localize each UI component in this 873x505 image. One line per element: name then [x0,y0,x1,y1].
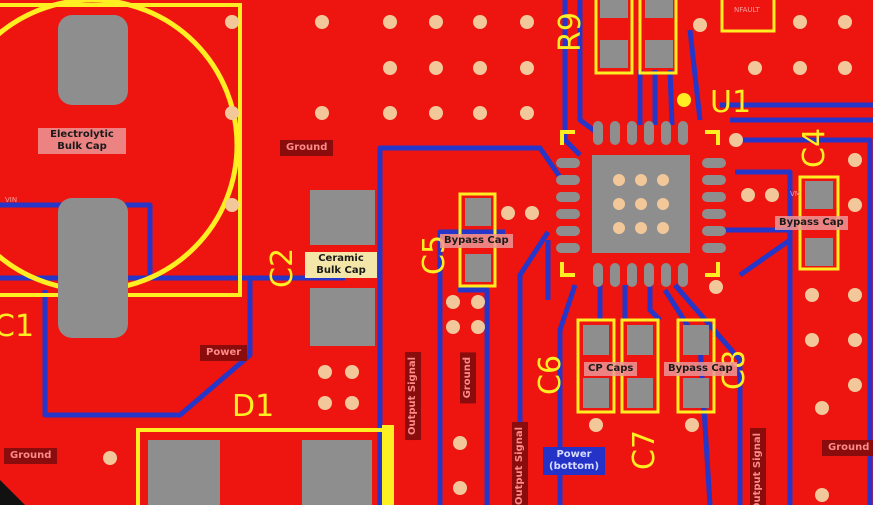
c8-pad-2 [683,378,709,408]
c5-pad-2 [465,254,491,282]
net-label-output-signal-3: Output Signal [750,428,766,505]
board-edge-corner [0,480,25,505]
trace-right-down [720,227,793,505]
net-label-ground-1: Ground [280,140,334,156]
r10-pad-1 [645,0,673,18]
d1-pad-2 [302,440,372,505]
u1-ref: U1 [710,85,752,120]
c1-pad-1 [58,15,128,105]
c7-description: CP Caps [584,362,638,376]
c4-pad-2 [805,238,833,266]
c2-ref: C2 [265,247,300,288]
c8-pad-1 [683,325,709,355]
trace-right-3 [735,137,873,505]
trace-vin [0,202,153,275]
net-label-power: Power [200,345,248,361]
c2-pad-2 [310,288,375,346]
trace-c8 [647,285,662,322]
u1-pin1-dot [677,93,691,107]
c7-pad-2 [627,378,653,408]
trace-u1-top-4 [687,29,703,121]
net-label-ground-3: Ground [460,352,476,404]
c4-pad-1 [805,181,833,209]
r9-outline [594,0,634,75]
trace-bottom-left [557,284,578,505]
c4-ref: C4 [797,127,832,168]
nfault-outline [720,0,776,33]
d1-ref: D1 [232,389,275,424]
c5-pad-1 [465,198,491,226]
d1-pad-1 [148,440,220,505]
r9-ref: R9 [553,12,588,52]
trace-r9-1 [562,0,582,157]
c7-pad-1 [627,325,653,355]
r9-pad-1 [600,0,628,18]
net-label-ground-2: Ground [4,448,58,464]
c2-pad-1 [310,190,375,245]
c7-ref: C7 [627,429,662,470]
trace-bottom-right [673,283,743,505]
net-label-ground-4: Ground [822,440,873,456]
r10-outline [638,0,678,75]
net-label-power-bottom: Power (bottom) [543,447,606,475]
c1-description: Electrolytic Bulk Cap [38,128,126,154]
c8-description: Bypass Cap [664,362,737,376]
c6-pad-1 [583,325,609,355]
u1-pins [556,121,726,287]
c2-description: Ceramic Bulk Cap [305,252,377,278]
c1-pad-2 [58,198,128,338]
c1-ref: C1 [0,309,35,344]
u1-silkscreen [560,130,720,277]
d1-cathode-bar [382,425,394,505]
r10-pad-2 [645,40,673,68]
trace-u1-top-3 [667,69,675,126]
trace-bypass [458,287,490,505]
c5-description: Bypass Cap [440,234,513,248]
trace-c4 [735,169,793,278]
net-label-output-signal-2: Output Signal [512,422,528,505]
vm-net-label: VM [790,190,801,198]
trace-power-loop [42,280,253,418]
stitching-vias [103,15,862,502]
c6-ref: C6 [533,354,568,395]
c6-pad-2 [583,378,609,408]
c4-description: Bypass Cap [775,216,848,230]
trace-output-2 [437,229,505,505]
nfault-net-label: NFAULT [734,6,760,14]
trace-output-1 [377,145,565,505]
u1-thermal-vias [613,174,669,234]
net-label-output-signal-1: Output Signal [405,352,421,441]
vin-net-label: VIN [5,196,18,204]
r9-pad-2 [600,40,628,68]
